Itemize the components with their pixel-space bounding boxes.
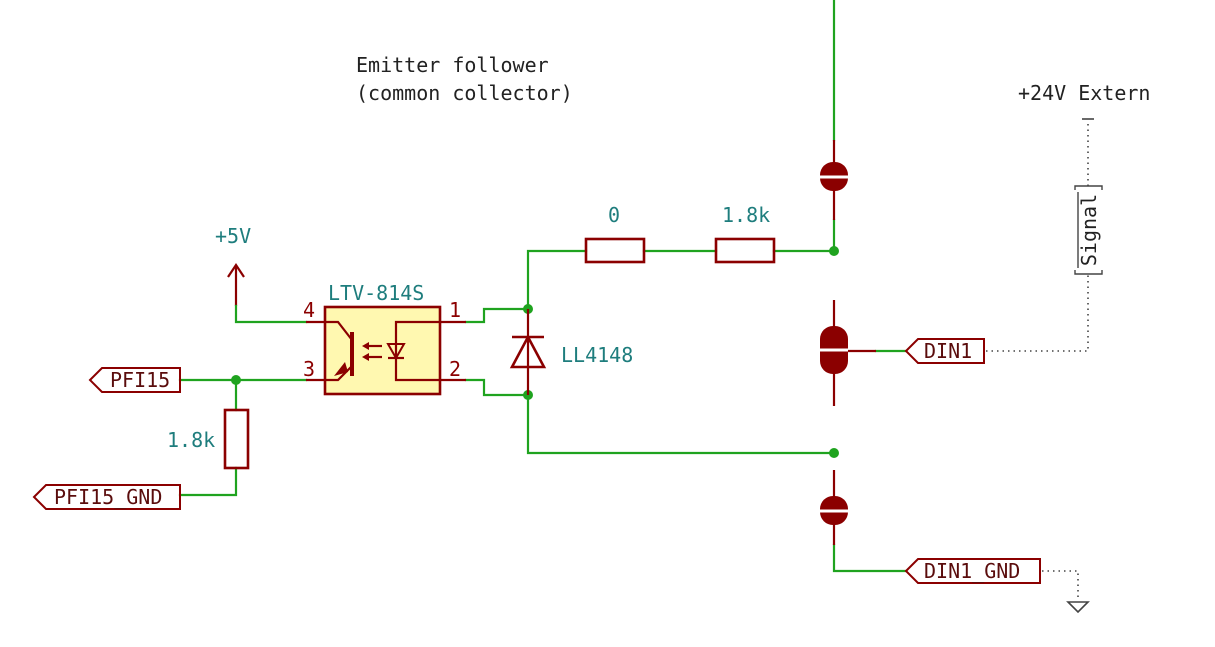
label-pfi15-gnd: PFI15_GND	[32, 484, 181, 510]
plus24v-label: +24V Extern	[1018, 81, 1150, 105]
optocoupler-reference: LTV-814S	[328, 281, 424, 305]
label-pfi15: PFI15	[88, 367, 181, 393]
resistor-series-1k8: 1.8k	[714, 203, 776, 264]
diode-value: LL4148	[561, 343, 633, 367]
opto-pin-2: 2	[449, 357, 461, 381]
connector-pins	[818, 140, 876, 545]
plus5v-power-symbol: +5V	[215, 224, 251, 306]
signal-tag: Signal	[1077, 194, 1101, 266]
plus5v-label: +5V	[215, 224, 251, 248]
opto-pin-4: 4	[303, 298, 315, 322]
opto-pin-3: 3	[303, 357, 315, 381]
opto-pin-1: 1	[449, 298, 461, 322]
pfi15-gnd-text: PFI15_GND	[54, 485, 162, 509]
resistor-series-zero: 0	[584, 203, 646, 264]
label-din1-gnd: DIN1_GND	[904, 558, 1041, 584]
title-line-1: Emitter follower	[356, 53, 549, 77]
din1-text: DIN1	[924, 339, 972, 363]
junctions	[231, 246, 839, 458]
resistor-1k8-value: 1.8k	[722, 203, 770, 227]
resistor-pulldown-1k8: 1.8k	[167, 408, 250, 470]
pfi15-text: PFI15	[110, 368, 170, 392]
wires	[178, 0, 908, 573]
signal-lines: Signal	[986, 118, 1103, 614]
optocoupler: LTV-814S 4 3 1 2	[303, 281, 466, 396]
resistor-zero-value: 0	[608, 203, 620, 227]
label-din1: DIN1	[904, 338, 985, 364]
diode: LL4148	[509, 309, 633, 395]
din1-gnd-text: DIN1_GND	[924, 559, 1020, 583]
resistor-pulldown-value: 1.8k	[167, 428, 215, 452]
title-line-2: (common collector)	[356, 81, 573, 105]
